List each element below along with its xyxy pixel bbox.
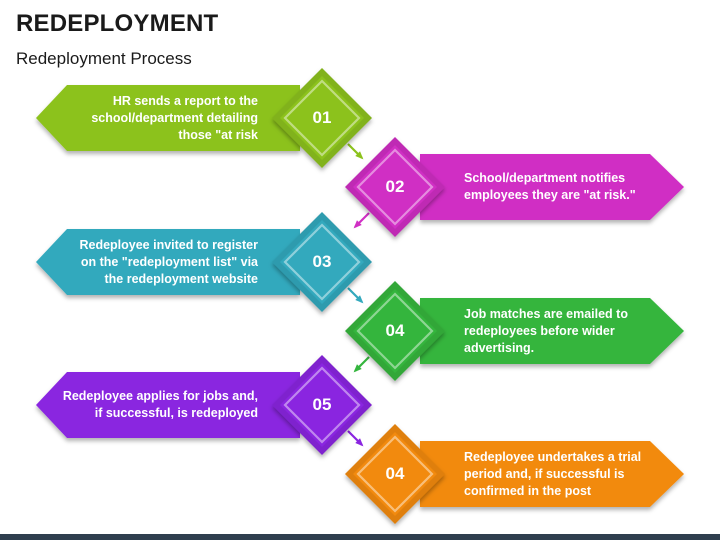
step-4-diamond (345, 281, 445, 381)
connector-1-2 (347, 143, 364, 160)
step-6-diamond (345, 424, 445, 524)
step-6-arrow (420, 441, 684, 507)
step-4-number: 04 (385, 321, 405, 340)
step-6-number: 04 (385, 464, 405, 483)
step-3-diamond (272, 212, 372, 312)
step-5-diamond (272, 355, 372, 455)
page-title: REDEPLOYMENT (16, 10, 219, 37)
step-2-arrow (420, 154, 684, 220)
step-3-arrow (36, 229, 300, 295)
bottom-bar (0, 534, 720, 540)
step-1-number: 01 (312, 108, 332, 127)
connector-3-4 (347, 287, 364, 304)
connector-5-6 (347, 430, 364, 447)
step-4-text: Job matches are emailed to redeployees b… (464, 306, 628, 355)
step-2-number: 02 (385, 177, 405, 196)
step-5-text: Redeployee applies for jobs and, if succ… (62, 389, 258, 420)
step-2-text: School/department notifies employees the… (464, 171, 636, 202)
step-5-arrow (36, 372, 300, 438)
step-2-diamond (345, 137, 445, 237)
connector-4-5 (353, 356, 370, 373)
step-6-text: Redeployee undertakes a trial period and… (464, 449, 642, 498)
step-1-text: HR sends a report to the school/departme… (91, 93, 258, 142)
step-4-arrow (420, 298, 684, 364)
step-5-number: 05 (312, 395, 332, 414)
page-subtitle: Redeployment Process (16, 49, 192, 68)
step-3-text: Redeployee invited to register on the "r… (79, 237, 258, 286)
step-3-number: 03 (312, 252, 332, 271)
step-1-diamond (272, 68, 372, 168)
step-1-arrow (36, 85, 300, 151)
connector-2-3 (353, 212, 370, 229)
